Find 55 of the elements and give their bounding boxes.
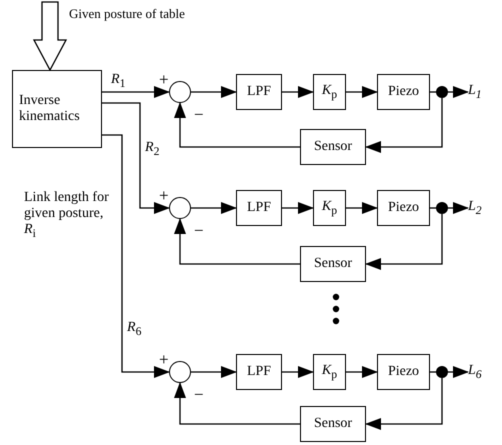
arrow: [448, 86, 469, 98]
sensor-block: Sensor: [300, 129, 366, 165]
output-label: L$_{2}$: [468, 197, 496, 219]
summing-junction: [169, 81, 191, 103]
junction-dot: [436, 366, 448, 378]
actuator-block: Piezo: [377, 354, 430, 390]
arrow: [102, 102, 170, 214]
summing-junction: [169, 361, 191, 383]
filter-block: LPF: [236, 74, 282, 110]
arrow: [191, 366, 237, 378]
arrow: [365, 214, 443, 270]
arrow: [191, 202, 237, 214]
arrow: [346, 86, 378, 98]
sensor-block: Sensor: [300, 246, 366, 282]
gain-block: K$_{p}$: [313, 190, 346, 226]
filter-block: LPF: [236, 354, 282, 390]
minus-sign: −: [194, 222, 204, 239]
edge-label: R$_{2}$: [144, 140, 160, 158]
kinematics-box: Inverse kinematics: [12, 70, 102, 148]
summing-junction: [169, 197, 191, 219]
edge-label: R$_{1}$: [110, 72, 126, 90]
plus-sign: +: [159, 351, 169, 368]
output-label: L$_{1}$: [468, 81, 496, 103]
arrow: [346, 366, 378, 378]
arrow: [174, 102, 300, 148]
arrow: [448, 366, 469, 378]
filter-block: LPF: [236, 190, 282, 226]
gain-block: K$_{p}$: [313, 74, 346, 110]
minus-sign: −: [194, 386, 204, 403]
arrow: [191, 86, 237, 98]
minus-sign: −: [194, 106, 204, 123]
junction-dot: [436, 202, 448, 214]
arrow: [448, 202, 469, 214]
input-arrow: [32, 1, 68, 72]
arrow: [282, 86, 314, 98]
edge-label: Given posture of table: [68, 6, 186, 22]
arrow: [102, 86, 170, 98]
actuator-block: Piezo: [377, 190, 430, 226]
note-text: Link length for given posture, R$_{i}$: [24, 190, 110, 240]
arrow: [282, 202, 314, 214]
arrow: [282, 366, 314, 378]
plus-sign: +: [159, 71, 169, 88]
actuator-block: Piezo: [377, 74, 430, 110]
arrow: [346, 202, 378, 214]
output-label: L$_{6}$: [468, 361, 496, 383]
arrow: [365, 98, 443, 153]
junction-dot: [436, 86, 448, 98]
sensor-block: Sensor: [300, 406, 366, 442]
arrow: [365, 378, 443, 430]
arrow: [174, 218, 300, 265]
arrow: [102, 134, 170, 378]
gain-block: K$_{p}$: [313, 354, 346, 390]
arrow: [174, 382, 300, 425]
edge-label: R$_{6}$: [126, 320, 142, 338]
plus-sign: +: [159, 187, 169, 204]
